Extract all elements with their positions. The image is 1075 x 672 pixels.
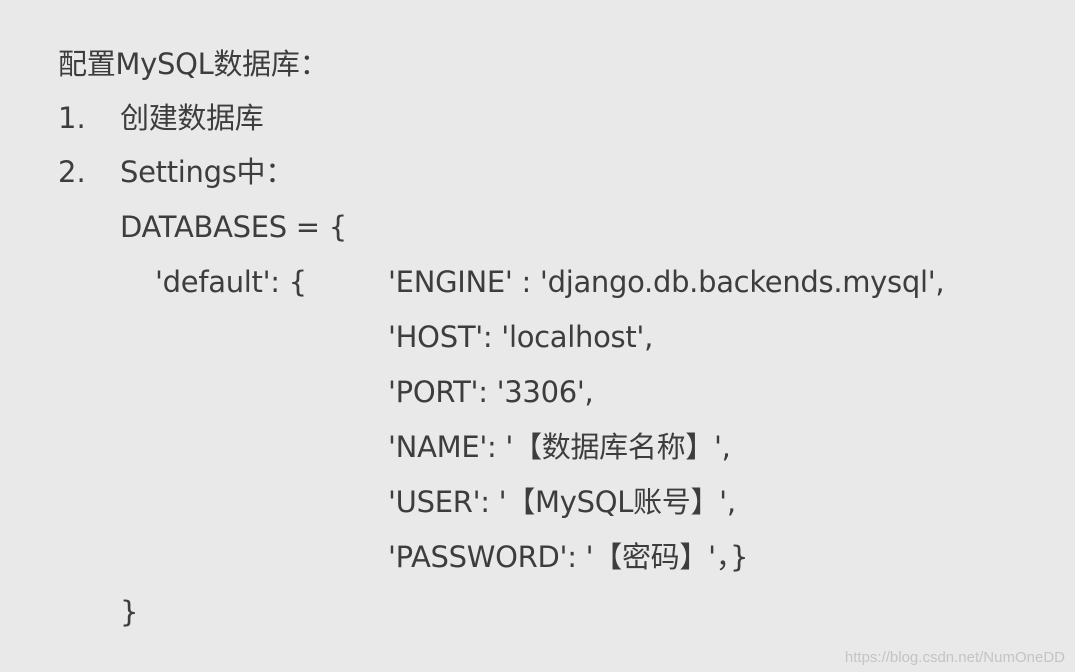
code-entry-port: 'PORT': '3306', (388, 375, 594, 409)
step-1-number: 1. (58, 101, 86, 135)
code-default-key: 'default': { (155, 265, 307, 299)
step-2-text: Settings中： (120, 155, 294, 189)
heading: 配置MySQL数据库： (58, 47, 329, 81)
code-entry-engine: 'ENGINE' : 'django.db.backends.mysql', (388, 265, 945, 299)
code-databases-open: DATABASES = { (120, 210, 347, 244)
code-entry-user: 'USER': '【MySQL账号】', (388, 485, 736, 519)
code-close-brace: } (120, 595, 139, 629)
code-entry-host: 'HOST': 'localhost', (388, 320, 654, 354)
step-2-number: 2. (58, 155, 86, 189)
step-1-text: 创建数据库 (120, 101, 264, 135)
code-entry-password: 'PASSWORD': '【密码】'，} (388, 540, 749, 574)
watermark: https://blog.csdn.net/NumOneDD (844, 649, 1065, 666)
code-entry-name: 'NAME': '【数据库名称】', (388, 430, 731, 464)
